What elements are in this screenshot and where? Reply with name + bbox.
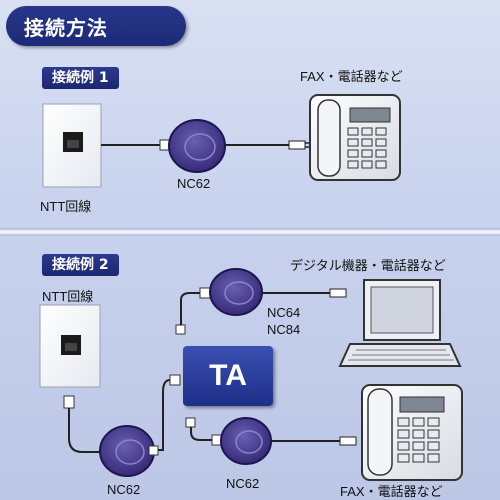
ex2-digital-label: デジタル機器・電話器など [290,258,446,273]
ex2-device-label: FAX・電話器など [340,484,443,499]
phone-2 [361,384,463,481]
ex2-nc62-right-label: NC62 [226,476,260,491]
ex2-nc84-label: NC84 [267,322,301,337]
nc62-device-1 [168,119,226,173]
ex1-nc-label: NC62 [177,176,211,191]
nc64-device [209,268,263,316]
cable-2d [262,288,347,298]
cable-2a [63,395,102,453]
section-divider [0,228,500,236]
cable-2e [185,417,223,446]
cable-2b [148,374,181,456]
ntt-outlet-2 [39,304,101,388]
ta-box: TA [183,346,273,406]
nc62-device-2-right [220,417,272,465]
ex1-ntt-label: NTT回線 [40,199,92,214]
example-2-label: 接続例 2 [42,254,119,276]
ntt-outlet-1 [42,103,102,188]
example-1-label: 接続例 1 [42,67,119,89]
title-banner [6,6,186,46]
phone-1 [309,94,401,181]
ex2-nc62-left-label: NC62 [107,482,141,497]
cable-2c [175,287,211,335]
ex2-ntt-label: NTT回線 [42,289,94,304]
laptop [338,279,462,367]
nc62-device-2-left [99,425,155,477]
cable-1 [101,139,312,151]
cable-2f [270,436,357,446]
page-title: 接続方法 [24,16,108,40]
ex2-nc64-label: NC64 [267,305,301,320]
ex1-device-label: FAX・電話器など [300,69,403,84]
